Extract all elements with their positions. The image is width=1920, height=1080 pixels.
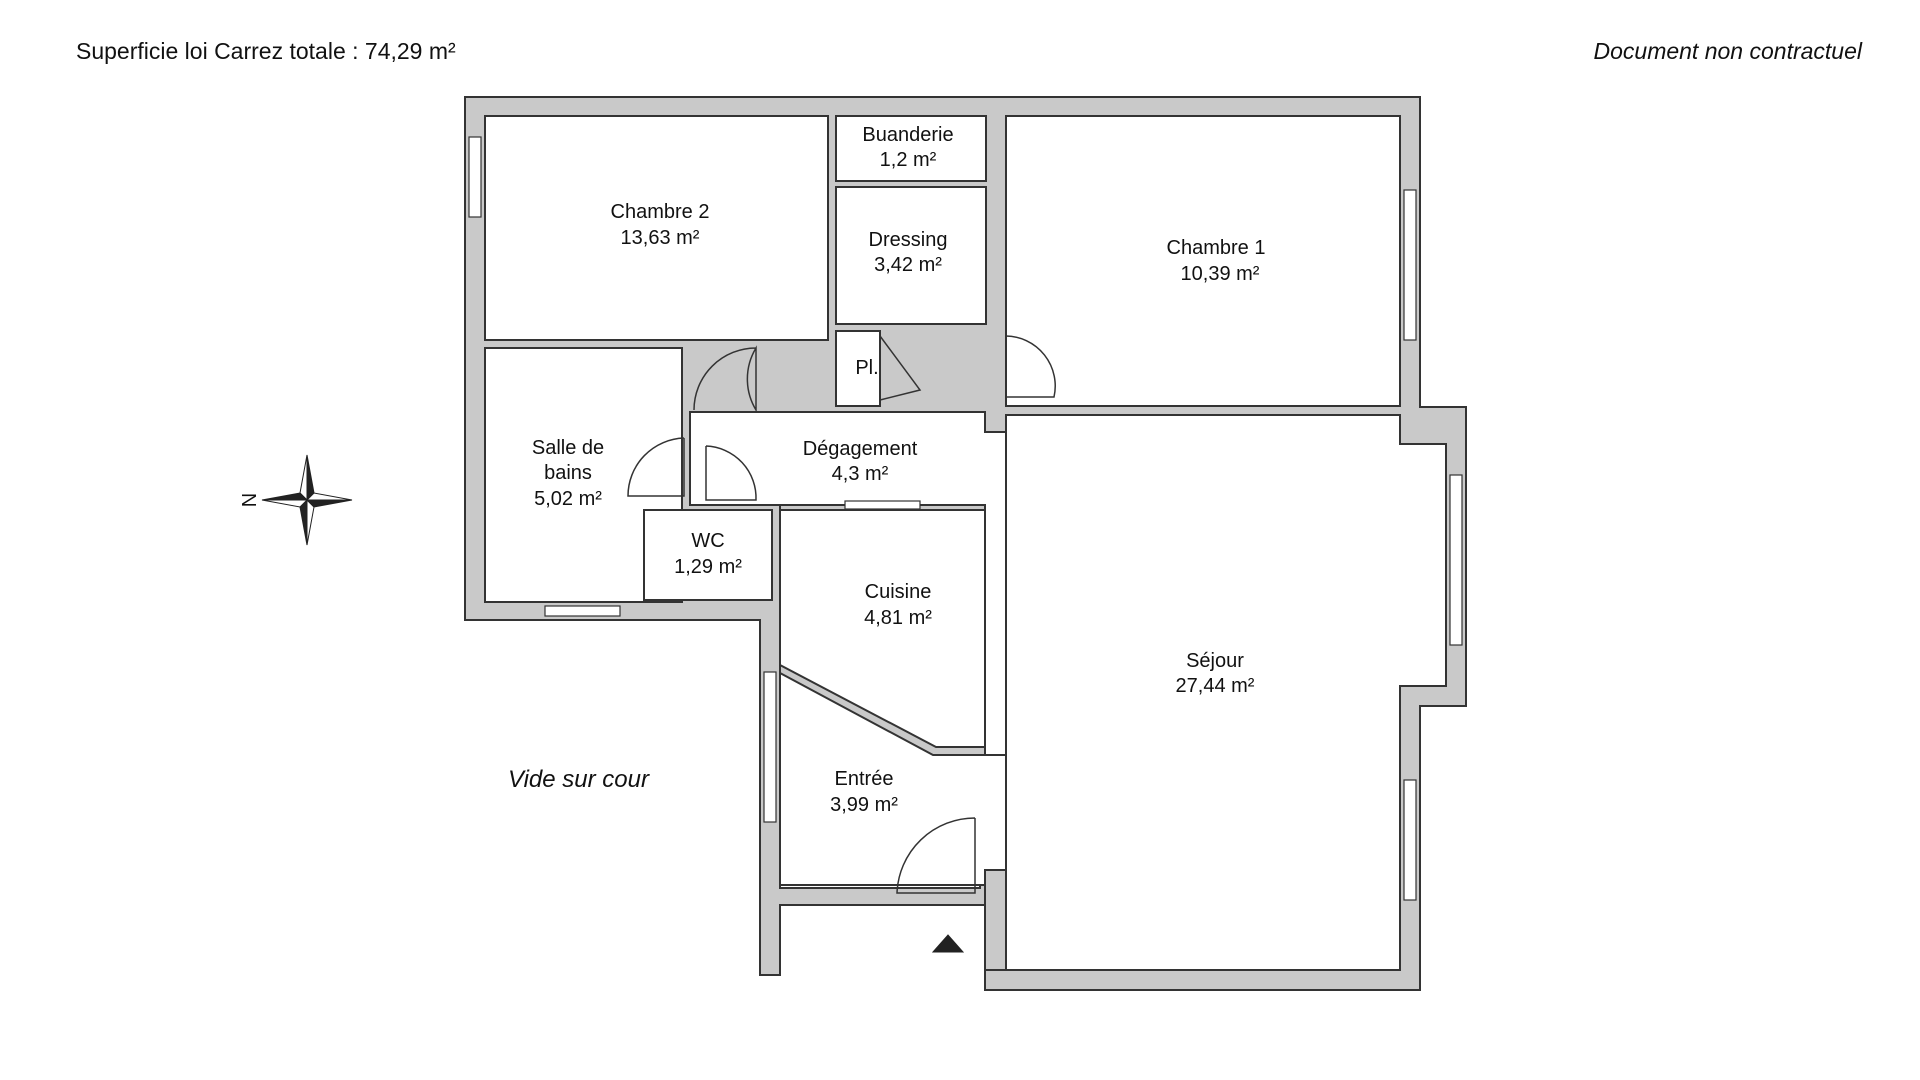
entree-area: 3,99 m² <box>830 794 898 816</box>
sdb-area: 5,02 m² <box>534 488 602 510</box>
room-buanderie <box>835 115 987 182</box>
placard-name: Pl. <box>855 357 878 379</box>
outside-courtyard-label: Vide sur cour <box>508 766 650 793</box>
disclaimer-label: Document non contractuel <box>1593 38 1863 64</box>
cuisine-name: Cuisine <box>865 581 932 603</box>
sdb-name-line1: Salle de <box>532 437 604 459</box>
dressing-name: Dressing <box>869 229 948 251</box>
wc-name: WC <box>691 530 724 552</box>
room-sejour <box>1005 414 1447 971</box>
degagement-area: 4,3 m² <box>832 463 889 485</box>
door-placard <box>879 335 922 401</box>
chambre1-name: Chambre 1 <box>1167 237 1266 259</box>
room-chambre-2 <box>484 115 829 341</box>
room-dressing <box>835 186 987 325</box>
sdb-name-line2: bains <box>544 462 592 484</box>
chambre2-name: Chambre 2 <box>611 201 710 223</box>
sejour-name: Séjour <box>1186 650 1244 672</box>
window-chambre2 <box>468 136 482 218</box>
buanderie-area: 1,2 m² <box>880 149 937 171</box>
door-chambre1 <box>1005 335 1056 398</box>
entree-name: Entrée <box>835 768 894 790</box>
dressing-area: 3,42 m² <box>874 254 942 276</box>
compass-north-label: N <box>239 493 261 507</box>
window-chambre1 <box>1403 189 1417 341</box>
door-sdb <box>627 437 685 497</box>
window-cuisine-top <box>844 500 921 510</box>
wc-area: 1,29 m² <box>674 556 742 578</box>
window-entree <box>763 671 777 823</box>
window-sejour-top <box>1449 474 1463 646</box>
room-wc <box>643 509 773 601</box>
room-placard <box>835 330 881 407</box>
chambre2-area: 13,63 m² <box>621 227 700 249</box>
buanderie-name: Buanderie <box>862 124 953 146</box>
entrance-arrow-icon <box>931 934 965 953</box>
door-chambre2 <box>693 345 757 413</box>
room-cuisine <box>779 509 986 748</box>
wall-entree-sejour <box>984 869 1007 971</box>
window-sejour-bottom <box>1403 779 1417 901</box>
room-chambre-1 <box>1005 115 1401 407</box>
sejour-area: 27,44 m² <box>1176 675 1255 697</box>
window-sdb <box>544 605 621 617</box>
degagement-name: Dégagement <box>803 438 918 460</box>
door-entree <box>896 817 976 894</box>
compass-rose-icon <box>261 454 353 546</box>
chambre1-area: 10,39 m² <box>1181 263 1260 285</box>
total-area-label: Superficie loi Carrez totale : 74,29 m² <box>76 38 456 64</box>
cuisine-area: 4,81 m² <box>864 607 932 629</box>
door-wc <box>705 445 757 501</box>
